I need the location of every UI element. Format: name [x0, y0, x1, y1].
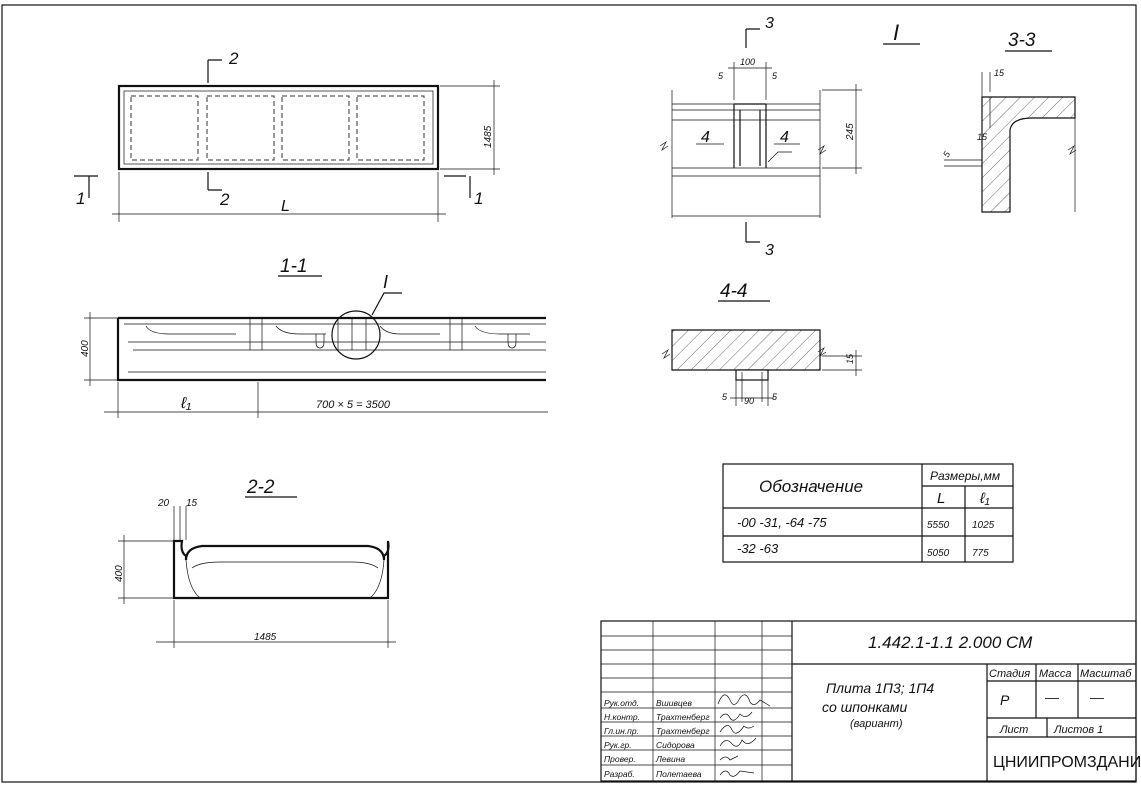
detail-mark-I: I: [383, 272, 388, 292]
table-row-2-designation: -32 -63: [737, 541, 779, 556]
detail-I-dim-right: 5: [772, 71, 778, 81]
table-header-designation: Обозначение: [759, 477, 863, 496]
sig-role-3: Гл.ин.пр.: [604, 726, 639, 736]
organization: ЦНИИПРОМЗДАНИЙ: [993, 752, 1141, 771]
plan-section-2-top: 2: [228, 49, 239, 68]
plan-section-2-bottom: 2: [219, 190, 230, 209]
section-1-1-title: 1-1: [280, 256, 307, 277]
section-4-4-dim-right: 15: [845, 353, 855, 364]
sig-role-4: Рук.гр.: [604, 740, 632, 750]
section-2-2-dim-width: 1485: [254, 632, 277, 643]
table-col-L: L: [937, 490, 945, 507]
detail-I-label-left: 4: [701, 129, 710, 146]
table-row-1-l1: 1025: [972, 520, 995, 531]
detail-I-dim-height: 245: [845, 123, 856, 141]
plan-section-1-right: 1: [474, 189, 483, 208]
section-3-3-dim-mid: 15: [977, 132, 988, 142]
section-2-2-dim-b: 15: [186, 498, 198, 509]
section-4-4-title: 4-4: [720, 281, 747, 302]
section-4-4: 4-4 15 5 90 5: [661, 281, 862, 406]
sig-role-6: Разраб.: [604, 769, 635, 779]
detail-I-cut-top: 3: [765, 15, 774, 32]
sheet-label: Лист: [999, 724, 1028, 736]
table-row-1-designation: -00 -31, -64 -75: [737, 515, 827, 530]
detail-I-dim-left: 5: [718, 71, 724, 81]
section-2-2-dim-a: 20: [157, 498, 170, 509]
section-2-2-dim-height: 400: [114, 565, 125, 582]
scale-header: Масштаб: [1080, 668, 1132, 680]
section-2-2-title: 2-2: [246, 477, 275, 498]
sig-name-2: Трахтенберг: [656, 712, 710, 722]
table-row-1-L: 5550: [927, 520, 950, 531]
section-4-4-dim-br: 5: [772, 392, 778, 402]
section-3-3-dim-top: 15: [994, 68, 1005, 78]
section-3-3-title: 3-3: [1008, 30, 1036, 51]
section-4-4-dim-bl: 5: [722, 392, 728, 402]
sig-name-3: Трахтенберг: [656, 726, 710, 736]
section-1-1-dim-span: 700 × 5 = 3500: [316, 399, 391, 411]
sig-name-6: Полетаева: [656, 769, 702, 779]
sheet-frame: [1, 4, 1137, 783]
table-header-sizes: Размеры,мм: [930, 469, 1000, 483]
section-3-3-dim-side: 5: [941, 149, 953, 159]
stage-header: Стадия: [989, 668, 1030, 680]
detail-I-label-right: 4: [780, 129, 789, 146]
product-title-2: со шпонками: [822, 699, 907, 715]
detail-I: I 3 3 4 4 100 5 5 245: [659, 15, 920, 259]
plan-section-1-left: 1: [76, 189, 85, 208]
product-title-1: Плита 1П3; 1П4: [826, 680, 934, 696]
plan-view: 2 2 1 1 1485 L: [74, 49, 500, 222]
section-1-1-dim-height: 400: [80, 340, 91, 357]
detail-I-title: I: [893, 20, 899, 45]
doc-code: 1.442.1-1.1 2.000 СМ: [868, 633, 1033, 652]
sig-role-2: Н.контр.: [604, 712, 640, 722]
section-1-1-dim-l1: ℓ₁: [180, 395, 191, 412]
product-title-3: (вариант): [850, 718, 903, 730]
sig-role-5: Провер.: [604, 754, 636, 764]
sig-name-4: Сидорова: [656, 740, 695, 750]
plan-dim-length: L: [281, 198, 290, 215]
section-1-1: 1-1 I 400 ℓ₁ 700 × 5 = 3500: [80, 256, 548, 418]
scale-value: —: [1089, 689, 1105, 705]
plan-dim-width: 1485: [483, 125, 494, 148]
sheets-label: Листов 1: [1053, 724, 1103, 736]
title-block: 1.442.1-1.1 2.000 СМ Плита 1П3; 1П4 со ш…: [600, 620, 1141, 782]
mass-header: Масса: [1039, 668, 1072, 680]
section-2-2: 2-2 20 15 400 1485: [114, 477, 396, 648]
table-col-l1: ℓ₁: [979, 490, 990, 507]
detail-I-dim-top: 100: [740, 57, 755, 67]
dimensions-table: Обозначение Размеры,мм L ℓ₁ -00 -31, -64…: [722, 463, 1014, 563]
handwritten-signatures: [717, 694, 771, 777]
sig-name-1: Вшивцев: [656, 698, 692, 708]
sig-role-1: Рук.отд.: [604, 698, 639, 708]
table-row-2-L: 5050: [927, 548, 950, 559]
section-4-4-dim-bm: 90: [744, 396, 754, 406]
mass-value: —: [1044, 689, 1060, 705]
table-row-2-l1: 775: [972, 548, 989, 559]
stage-value: Р: [1000, 692, 1010, 708]
section-3-3: 3-3 15 15 5: [941, 30, 1077, 213]
sig-name-5: Левина: [655, 754, 685, 764]
detail-I-cut-bottom: 3: [765, 242, 774, 259]
